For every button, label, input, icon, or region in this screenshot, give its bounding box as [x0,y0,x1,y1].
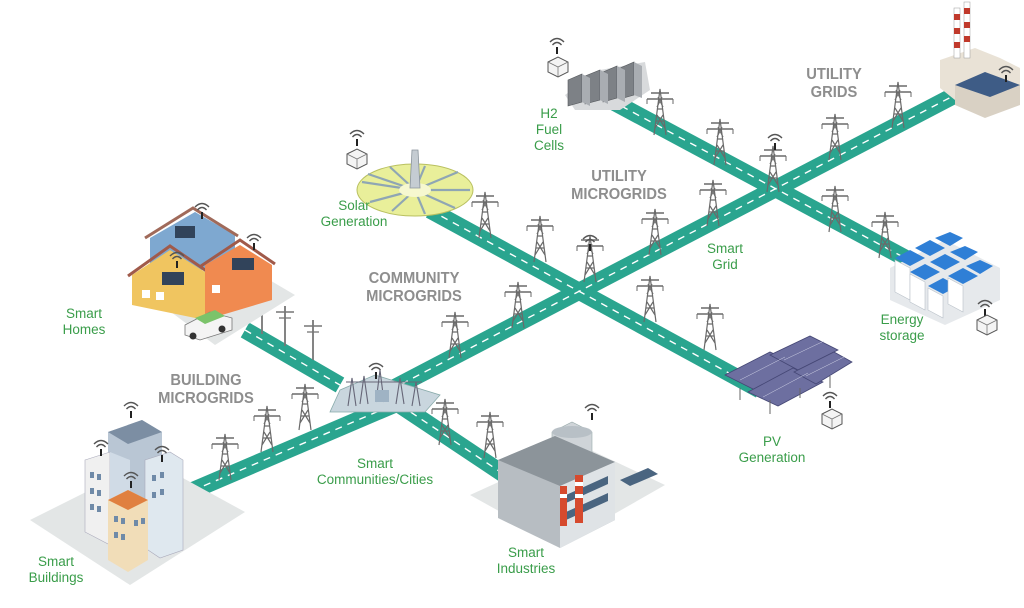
smart-meter-icon [821,408,843,430]
transmission-tower-icon [253,405,281,453]
smart-meter-icon [976,314,998,336]
wifi-icon [822,391,838,409]
label-solar-generation: Solar Generation [320,198,388,229]
wifi-icon [584,403,600,421]
wifi-icon [767,133,783,151]
power-plant-illustration [940,1,1020,118]
h2-fuel-cells-illustration [565,61,650,110]
smart-buildings-illustration [30,420,245,585]
label-utility-microgrids: UTILITY MICROGRIDS [571,168,667,203]
smart-meter-icon [346,148,368,170]
utility-pole-icon [303,319,323,361]
smart-meter-icon [547,56,569,78]
smart-homes-illustration [127,206,295,345]
label-building-microgrids: BUILDING MICROGRIDS [158,372,254,407]
solar-generation-illustration [356,149,474,217]
label-energy-storage: Energy storage [879,312,925,343]
label-community-microgrids: COMMUNITY MICROGRIDS [366,270,462,305]
smart-industries-illustration [470,421,665,548]
label-h2-fuel-cells: H2 Fuel Cells [533,106,564,153]
road-network [176,87,959,504]
wifi-icon [549,37,565,55]
transmission-tower-icon [526,215,554,263]
label-smart-grid: Smart Grid [706,241,743,272]
label-smart-communities: Smart Communities/Cities [316,456,434,487]
pv-generation-illustration [724,335,853,414]
label-smart-buildings: Smart Buildings [28,554,84,585]
label-smart-homes: Smart Homes [62,306,106,337]
wifi-icon [349,129,365,147]
transmission-tower-icon [291,383,319,431]
energy-storage-illustration [890,232,1000,325]
wifi-icon [123,401,139,419]
label-pv-generation: PV Generation [738,434,806,465]
label-utility-grids: UTILITY GRIDS [806,66,862,101]
label-smart-industries: Smart Industries [496,545,556,576]
transmission-tower-icon [636,275,664,323]
substation-illustration [329,369,441,413]
transmission-tower-icon [696,303,724,351]
